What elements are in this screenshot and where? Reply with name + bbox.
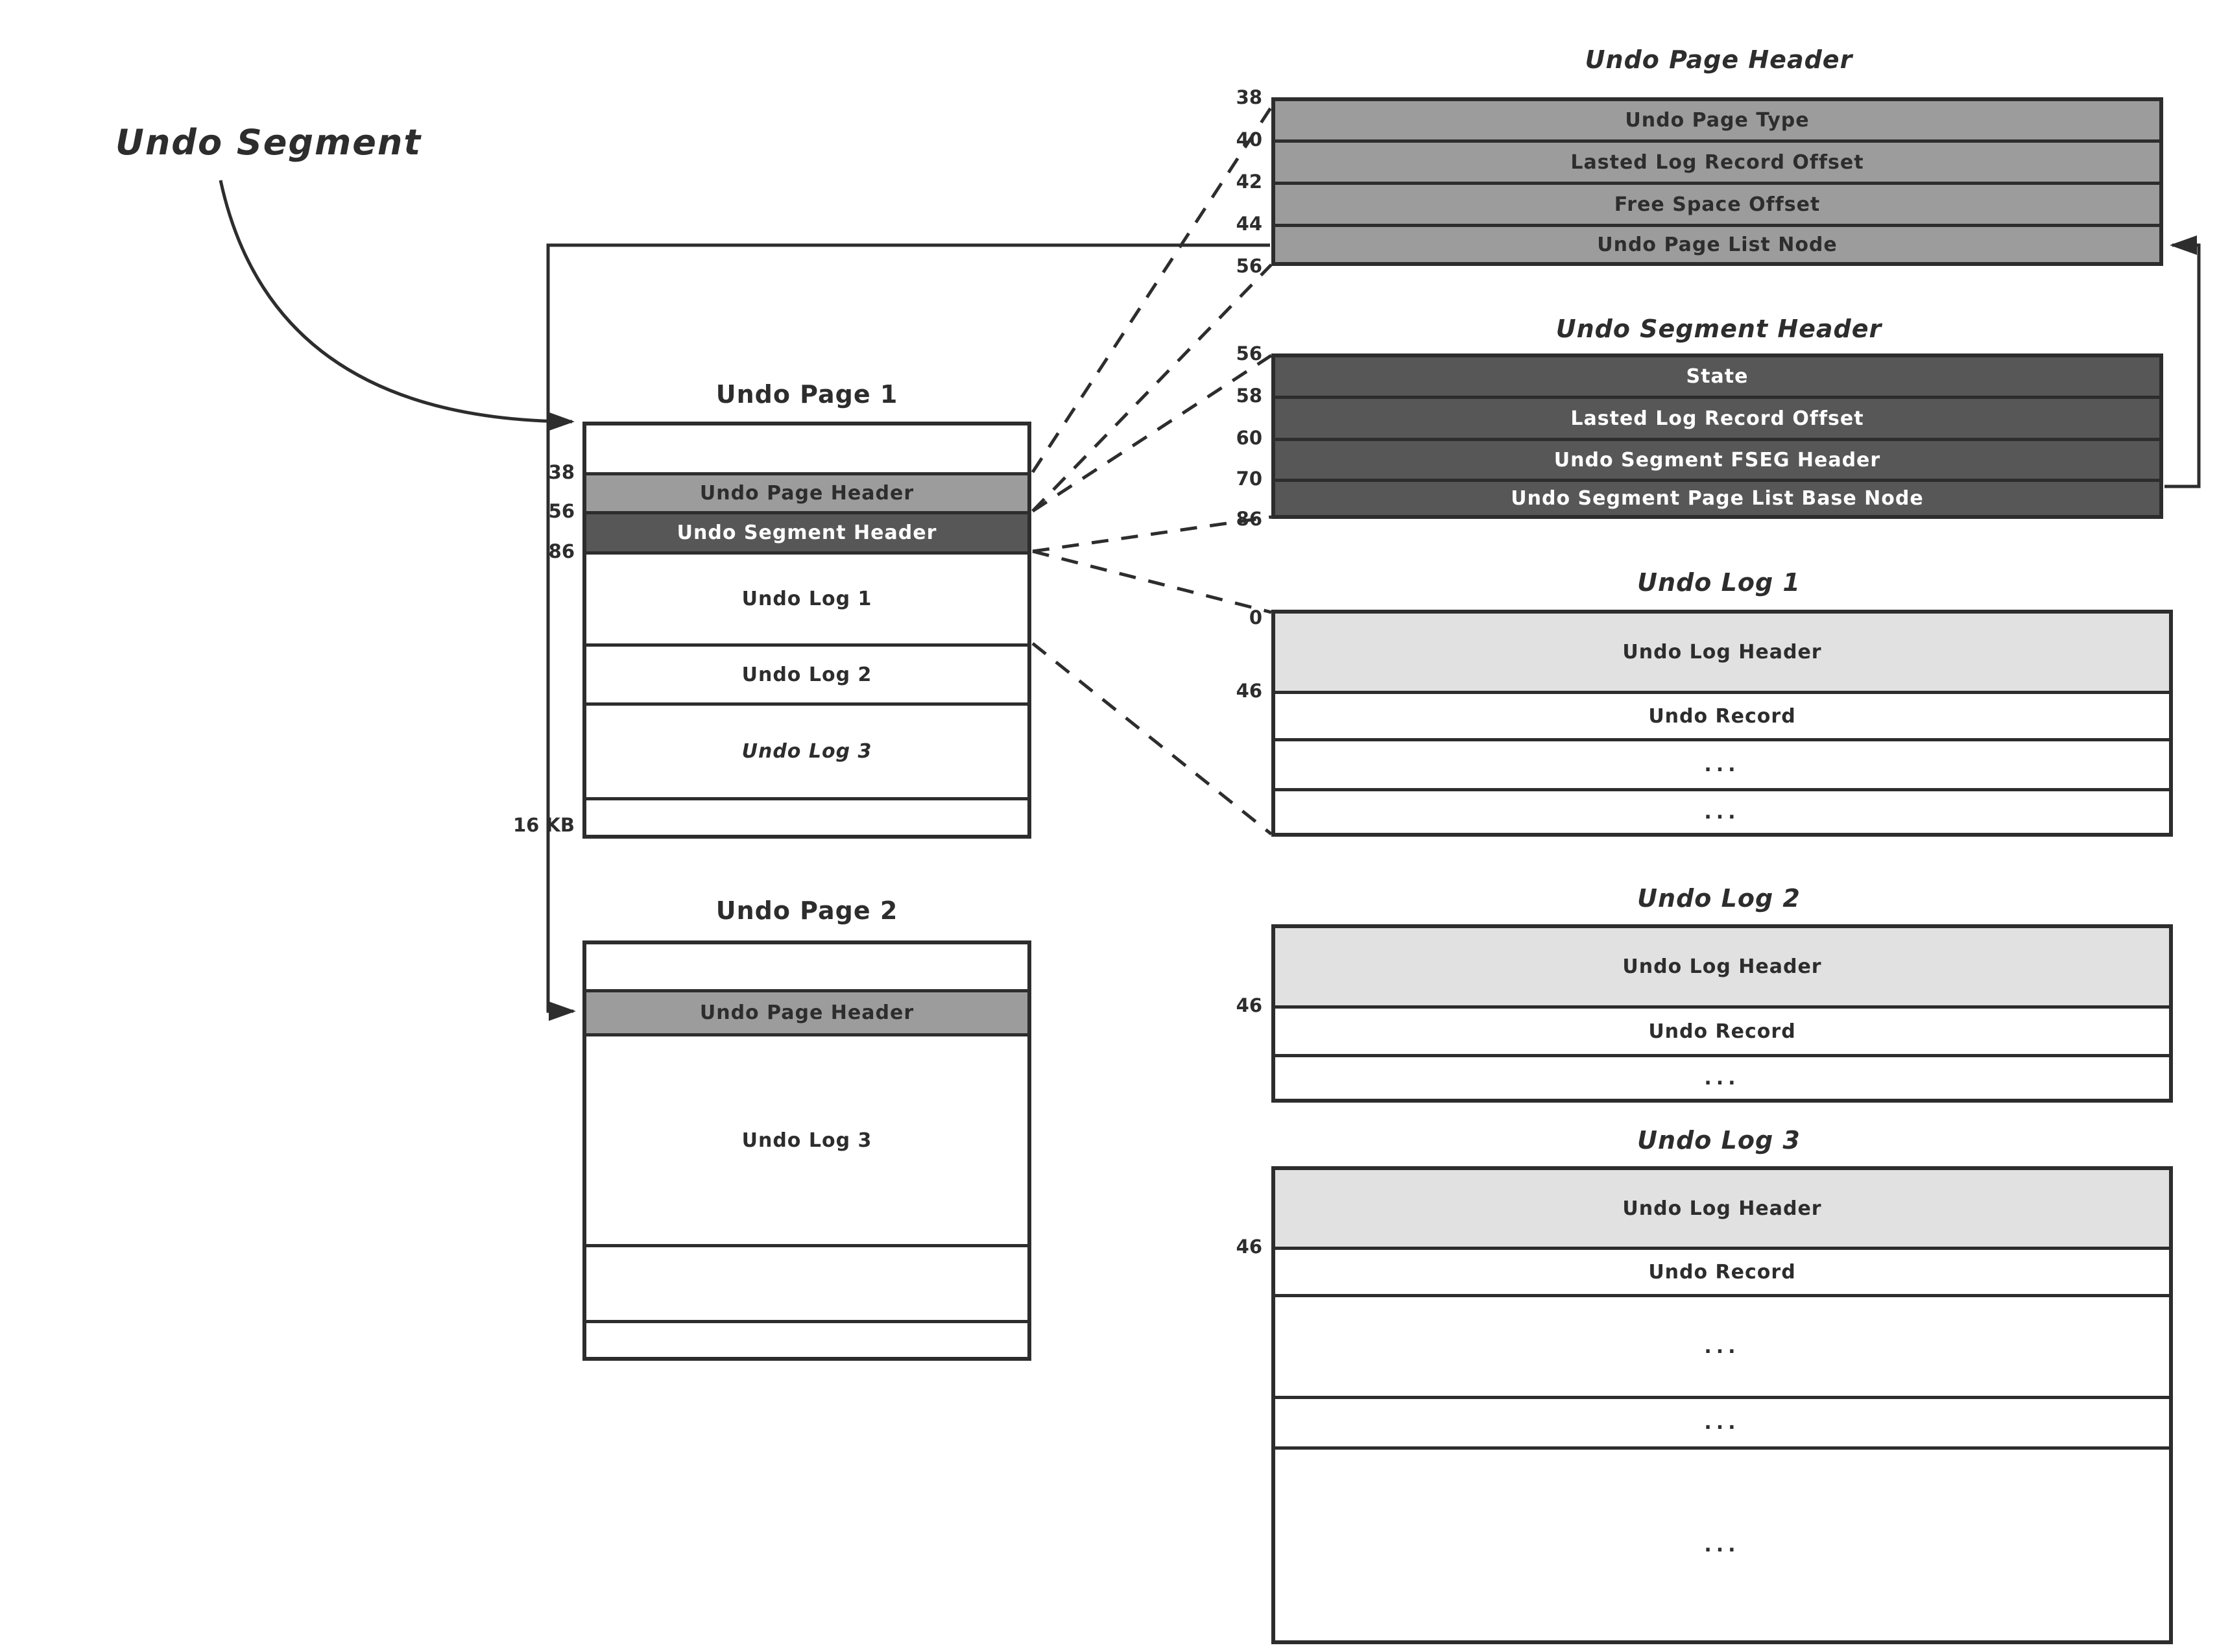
dashed-link-segment-header-bottom (1032, 515, 1272, 553)
row-state: State (1275, 357, 2159, 396)
offset-label: 46 (1236, 680, 1262, 702)
undo-page-1-row-segment-header: Undo Segment Header (586, 511, 1027, 551)
undo-page-2-box: Undo Page Header Undo Log 3 (582, 940, 1031, 1361)
row-undo-log-header: Undo Log Header (1275, 1170, 2169, 1247)
row-undo-record: Undo Record (1275, 691, 2169, 738)
row-undo-segment-fseg-header: Undo Segment FSEG Header (1275, 438, 2159, 479)
diagram-title: Undo Segment (115, 122, 422, 163)
offset-label: 0 (1249, 606, 1262, 628)
offset-label: 46 (1236, 1236, 1262, 1258)
row-ellipsis: ... (1275, 1396, 2169, 1446)
undo-page-2-row-free-top (586, 944, 1027, 989)
undo-log-1-detail-box: Undo Log Header Undo Record ... ... (1271, 610, 2173, 837)
offset-label: 56 (1236, 342, 1262, 365)
page-size-label: 16 KB (512, 814, 575, 836)
row-ellipsis: ... (1275, 788, 2169, 833)
row-undo-page-list-node: Undo Page List Node (1275, 224, 2159, 262)
undo-segment-header-detail-box: State Lasted Log Record Offset Undo Segm… (1271, 353, 2163, 519)
undo-page-2-row-undo-log-3: Undo Log 3 (586, 1033, 1027, 1244)
offset-label: 44 (1236, 213, 1262, 235)
offset-label: 38 (1236, 86, 1262, 108)
row-undo-segment-page-list-base-node: Undo Segment Page List Base Node (1275, 479, 2159, 515)
undo-page-2-row-free-mid (586, 1244, 1027, 1320)
undo-page-1-title: Undo Page 1 (715, 380, 898, 409)
row-undo-log-header: Undo Log Header (1275, 614, 2169, 691)
undo-page-1-row-undo-log-1: Undo Log 1 (586, 551, 1027, 643)
offset-label: 38 (548, 461, 575, 483)
offset-label: 60 (1236, 427, 1262, 449)
undo-page-1-row-page-header: Undo Page Header (586, 472, 1027, 511)
offset-label: 56 (1236, 255, 1262, 277)
undo-segment-pointer-arrow (219, 180, 575, 431)
undo-page-1-row-free-bottom (586, 797, 1027, 835)
segment-page-list-base-node-arrow (2164, 235, 2201, 488)
row-ellipsis: ... (1275, 1054, 2169, 1099)
row-undo-log-header: Undo Log Header (1275, 928, 2169, 1005)
undo-log-3-detail-title: Undo Log 3 (1637, 1126, 1801, 1155)
undo-segment-header-detail-title: Undo Segment Header (1555, 315, 1882, 343)
row-undo-record: Undo Record (1275, 1247, 2169, 1294)
offset-label: 42 (1236, 171, 1262, 193)
undo-page-2-row-free-bottom (586, 1320, 1027, 1357)
undo-page-1-box: Undo Page Header Undo Segment Header Und… (582, 422, 1031, 839)
undo-page-2-row-page-header: Undo Page Header (586, 989, 1027, 1033)
undo-log-2-detail-title: Undo Log 2 (1637, 884, 1801, 913)
row-lasted-log-record-offset: Lasted Log Record Offset (1275, 139, 2159, 182)
undo-log-1-detail-title: Undo Log 1 (1637, 568, 1801, 597)
undo-page-header-detail-box: Undo Page Type Lasted Log Record Offset … (1271, 97, 2163, 266)
offset-label: 70 (1236, 468, 1262, 490)
undo-page-1-row-undo-log-2: Undo Log 2 (586, 643, 1027, 702)
undo-page-1-row-free-top (586, 425, 1027, 472)
row-free-space-offset: Free Space Offset (1275, 182, 2159, 224)
row-undo-page-type: Undo Page Type (1275, 101, 2159, 139)
row-ellipsis: ... (1275, 738, 2169, 788)
undo-log-2-detail-box: Undo Log Header Undo Record ... (1271, 924, 2173, 1103)
offset-label: 58 (1236, 385, 1262, 407)
dashed-link-undo-log1-top (1032, 549, 1272, 614)
offset-label: 86 (1236, 508, 1262, 530)
offset-label: 40 (1236, 128, 1262, 150)
undo-page-2-title: Undo Page 2 (715, 896, 898, 925)
row-lasted-log-record-offset: Lasted Log Record Offset (1275, 396, 2159, 438)
offset-label: 86 (548, 540, 575, 562)
row-undo-record: Undo Record (1275, 1005, 2169, 1054)
row-ellipsis: ... (1275, 1294, 2169, 1396)
dashed-link-page-header-top (1031, 106, 1273, 473)
offset-label: 46 (1236, 994, 1262, 1016)
page-list-next-page-arrow (546, 243, 1270, 1021)
offset-label: 56 (548, 500, 575, 522)
undo-page-header-detail-title: Undo Page Header (1585, 45, 1853, 74)
row-ellipsis: ... (1275, 1446, 2169, 1640)
dashed-link-undo-log1-bottom (1031, 642, 1273, 835)
undo-log-3-detail-box: Undo Log Header Undo Record ... ... ... (1271, 1166, 2173, 1644)
undo-page-1-row-undo-log-3: Undo Log 3 (586, 702, 1027, 797)
